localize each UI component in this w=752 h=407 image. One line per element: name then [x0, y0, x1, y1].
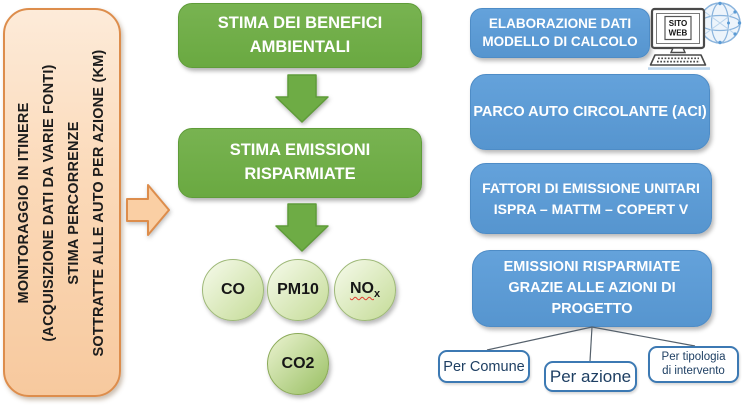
breakdown-per-azione: Per azione	[544, 361, 637, 392]
emissioni-line-2: GRAZIE ALLE AZIONI DI	[508, 279, 676, 296]
monitoring-line-4: SOTTRATTE ALLE AUTO PER AZIONE (KM)	[87, 50, 112, 357]
monitor-icon: SITO WEB	[650, 7, 706, 54]
per-tipologia-line-2: di intervento	[662, 364, 725, 377]
monitoring-line-1: MONITORAGGIO IN ITINERE	[16, 102, 32, 304]
breakdown-per-comune: Per Comune	[438, 350, 530, 383]
pollutant-circle-nox: NOx	[334, 259, 396, 321]
per-azione-label: Per azione	[549, 366, 632, 386]
box-fattori-emissione: FATTORI DI EMISSIONE UNITARI ISPRA – MAT…	[470, 163, 712, 234]
step-benefici-ambientali: STIMA DEI BENEFICI AMBIENTALI	[178, 3, 422, 68]
breakdown-per-tipologia: Per tipologia di intervento	[648, 346, 739, 383]
keyboard-icon	[649, 54, 707, 66]
pollutant-nox-base: NO	[349, 279, 374, 297]
fattori-line-2: ISPRA – MATTM – COPERT V	[493, 200, 689, 217]
fattori-line-1: FATTORI DI EMISSIONE UNITARI	[482, 179, 700, 196]
elaborazione-line-2: MODELLO DI CALCOLO	[482, 34, 638, 49]
pollutant-co2-label: CO2	[281, 355, 315, 372]
down-arrow-icon	[275, 74, 329, 123]
pollutant-circle-co2: CO2	[267, 333, 329, 395]
pollutant-circle-co: CO	[202, 259, 264, 321]
monitoring-line-4-prefix: SOTTRATTE ALLE AUTO PER AZIONE (	[91, 77, 107, 357]
step-emissioni-label: STIMA EMISSIONI RISPARMIATE	[229, 141, 371, 183]
box-emissioni-risparmiate: EMISSIONI RISPARMIATE GRAZIE ALLE AZIONI…	[472, 250, 712, 327]
box-parco-auto: PARCO AUTO CIRCOLANTE (ACI)	[470, 74, 710, 150]
emissioni-line-3: PROGETTO	[551, 301, 633, 317]
web-icon-label-sito: SITO	[669, 19, 688, 28]
monitoring-panel: MONITORAGGIO IN ITINERE (ACQUISIZIONE DA…	[3, 8, 121, 397]
elaborazione-line-1: ELABORAZIONE DATI	[488, 15, 632, 31]
pollutant-nox-subscript: x	[373, 288, 381, 301]
monitoring-line-4-suffix: )	[91, 49, 107, 55]
monitoring-line-2: (ACQUISIZIONE DATI DA VARIE FONTI)	[41, 64, 57, 342]
computer-web-icon: SITO WEB	[648, 1, 742, 70]
parco-label: PARCO AUTO CIRCOLANTE (ACI)	[473, 104, 707, 120]
per-tipologia-line-1: Per tipologia	[661, 350, 726, 363]
box-elaborazione-dati: ELABORAZIONE DATI MODELLO DI CALCOLO	[470, 8, 650, 58]
monitoring-line-4-km: KM	[91, 54, 107, 78]
right-block-arrow-icon	[126, 184, 170, 236]
monitoring-panel-text: MONITORAGGIO IN ITINERE (ACQUISIZIONE DA…	[5, 8, 119, 398]
pollutant-pm10-label: PM10	[277, 281, 319, 298]
per-comune-label: Per Comune	[443, 358, 525, 375]
down-arrow-icon	[275, 203, 329, 252]
pollutant-nox-label: NOx	[350, 280, 380, 300]
step-emissioni-risparmiate: STIMA EMISSIONI RISPARMIATE	[178, 128, 422, 198]
monitoring-line-3: STIMA PERCORRENZE	[66, 121, 82, 285]
web-icon-label-web: WEB	[669, 29, 688, 38]
globe-icon	[699, 1, 742, 45]
pollutant-co-label: CO	[221, 281, 245, 298]
emissioni-line-1: EMISSIONI RISPARMIATE	[503, 258, 681, 275]
step-benefici-label: STIMA DEI BENEFICI AMBIENTALI	[217, 13, 383, 56]
pollutant-circle-pm10: PM10	[267, 259, 329, 321]
